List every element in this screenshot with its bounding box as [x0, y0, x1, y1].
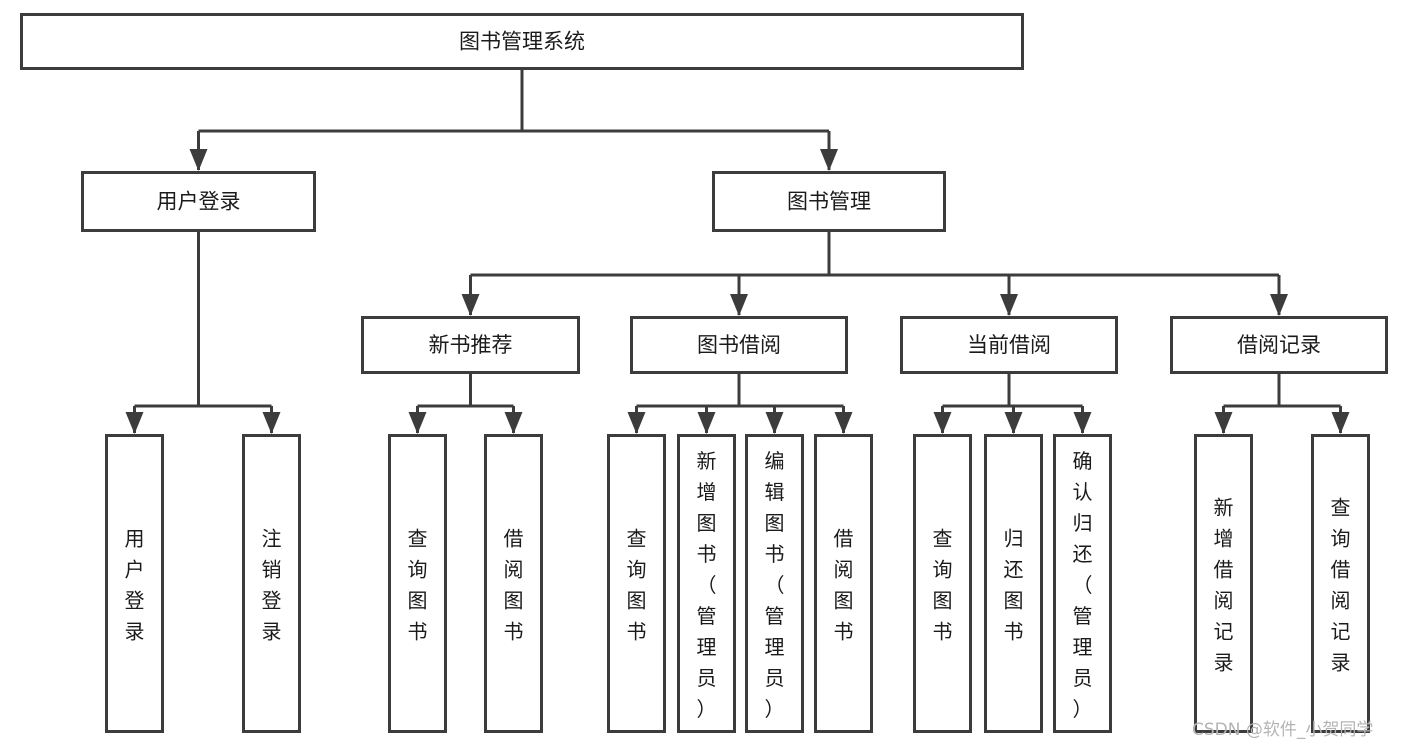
node-box[interactable] — [388, 434, 447, 733]
node-leaf-6[interactable]: 编辑图书（管理员） — [745, 434, 804, 733]
node-box[interactable] — [105, 434, 164, 733]
node-level3-3[interactable]: 借阅记录 — [1170, 316, 1388, 374]
arrow-head-icon — [408, 412, 427, 434]
node-label: 图书管理 — [787, 190, 871, 214]
node-box[interactable] — [361, 316, 580, 374]
node-leaf-3[interactable]: 借阅图书 — [484, 434, 543, 733]
node-leaf-4[interactable]: 查询图书 — [607, 434, 666, 733]
arrow-head-icon — [730, 294, 748, 316]
node-label: 借阅图书 — [834, 527, 854, 644]
node-leaf-7[interactable]: 借阅图书 — [814, 434, 873, 733]
arrow-head-icon — [189, 149, 208, 171]
node-box[interactable] — [900, 316, 1118, 374]
node-label: 查询图书 — [408, 527, 428, 644]
arrow-head-icon — [820, 149, 838, 171]
node-label: 用户登录 — [157, 190, 241, 214]
arrow-head-icon — [1073, 412, 1092, 434]
arrow-head-icon — [933, 412, 952, 434]
node-label: 注销登录 — [262, 527, 282, 644]
node-level3-1[interactable]: 图书借阅 — [630, 316, 848, 374]
node-leaf-8[interactable]: 查询图书 — [913, 434, 972, 733]
node-label: 当前借阅 — [967, 333, 1051, 357]
node-leaf-1[interactable]: 注销登录 — [242, 434, 301, 733]
node-label: 新增借阅记录 — [1214, 496, 1234, 675]
node-label: 归还图书 — [1004, 527, 1024, 644]
node-leaf-12[interactable]: 查询借阅记录 — [1311, 434, 1370, 733]
csdn-watermark: CSDN @软件_小贺同学 — [1192, 720, 1373, 740]
node-box[interactable] — [630, 316, 848, 374]
arrow-head-icon — [697, 412, 716, 434]
node-box[interactable] — [677, 434, 736, 733]
node-box[interactable] — [242, 434, 301, 733]
arrow-head-icon — [262, 412, 281, 434]
node-label: 新书推荐 — [429, 333, 513, 357]
node-leaf-5[interactable]: 新增图书（管理员） — [677, 434, 736, 733]
node-label: 图书借阅 — [697, 333, 781, 357]
node-label: 借阅记录 — [1237, 333, 1321, 357]
node-box[interactable] — [1170, 316, 1388, 374]
node-label: 图书管理系统 — [459, 30, 585, 54]
node-box[interactable] — [20, 13, 1024, 70]
node-box[interactable] — [1053, 434, 1112, 733]
node-level3-0[interactable]: 新书推荐 — [361, 316, 580, 374]
node-root-0[interactable]: 图书管理系统 — [20, 13, 1024, 70]
node-label: 确认归还（管理员） — [1073, 449, 1093, 721]
arrow-head-icon — [1214, 412, 1233, 434]
node-label: 用户登录 — [125, 527, 145, 644]
node-box[interactable] — [984, 434, 1043, 733]
arrow-head-icon — [1000, 294, 1018, 316]
arrow-head-icon — [1331, 412, 1350, 434]
arrow-head-icon — [125, 412, 144, 434]
arrow-head-icon — [461, 294, 480, 316]
arrow-head-icon — [1004, 412, 1023, 434]
edges-layer — [125, 70, 1350, 434]
node-level2-1[interactable]: 图书管理 — [712, 171, 946, 232]
node-label: 编辑图书（管理员） — [765, 449, 785, 721]
node-label: 查询借阅记录 — [1331, 496, 1351, 675]
node-box[interactable] — [712, 171, 946, 232]
arrow-head-icon — [765, 412, 784, 434]
node-box[interactable] — [745, 434, 804, 733]
node-box[interactable] — [1311, 434, 1370, 733]
node-leaf-11[interactable]: 新增借阅记录 — [1194, 434, 1253, 733]
node-label: 借阅图书 — [504, 527, 524, 644]
node-box[interactable] — [484, 434, 543, 733]
arrow-head-icon — [627, 412, 646, 434]
nodes-layer: 图书管理系统用户登录图书管理新书推荐图书借阅当前借阅借阅记录用户登录注销登录查询… — [20, 13, 1388, 733]
node-leaf-0[interactable]: 用户登录 — [105, 434, 164, 733]
node-box[interactable] — [814, 434, 873, 733]
node-leaf-10[interactable]: 确认归还（管理员） — [1053, 434, 1112, 733]
arrow-head-icon — [834, 412, 853, 434]
node-level3-2[interactable]: 当前借阅 — [900, 316, 1118, 374]
node-leaf-2[interactable]: 查询图书 — [388, 434, 447, 733]
node-label: 查询图书 — [627, 527, 647, 644]
node-box[interactable] — [1194, 434, 1253, 733]
node-label: 新增图书（管理员） — [697, 449, 717, 721]
node-level2-0[interactable]: 用户登录 — [81, 171, 316, 232]
node-box[interactable] — [913, 434, 972, 733]
node-leaf-9[interactable]: 归还图书 — [984, 434, 1043, 733]
arrow-head-icon — [504, 412, 523, 434]
arrow-head-icon — [1270, 294, 1288, 316]
node-box[interactable] — [607, 434, 666, 733]
node-label: 查询图书 — [933, 527, 953, 644]
node-box[interactable] — [81, 171, 316, 232]
